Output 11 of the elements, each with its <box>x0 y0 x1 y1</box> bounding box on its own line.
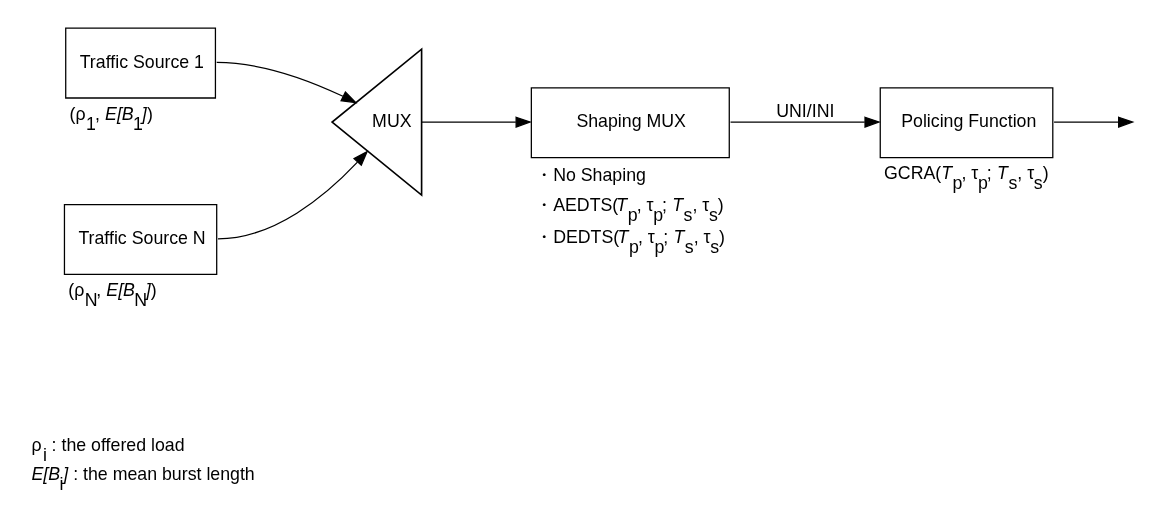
arrow <box>216 61 358 103</box>
node-box: Policing Function <box>879 86 1054 158</box>
node-box: Shaping MUX <box>530 86 730 158</box>
node-box: Traffic Source 1 <box>65 27 217 99</box>
arrow <box>421 115 532 128</box>
arrow <box>217 149 369 239</box>
arrow <box>729 115 881 128</box>
edge-label: UNI/INI <box>776 100 835 121</box>
node-label: ・No Shaping <box>535 164 646 185</box>
arrow <box>1053 115 1135 128</box>
node-box: Traffic Source N <box>63 203 218 275</box>
